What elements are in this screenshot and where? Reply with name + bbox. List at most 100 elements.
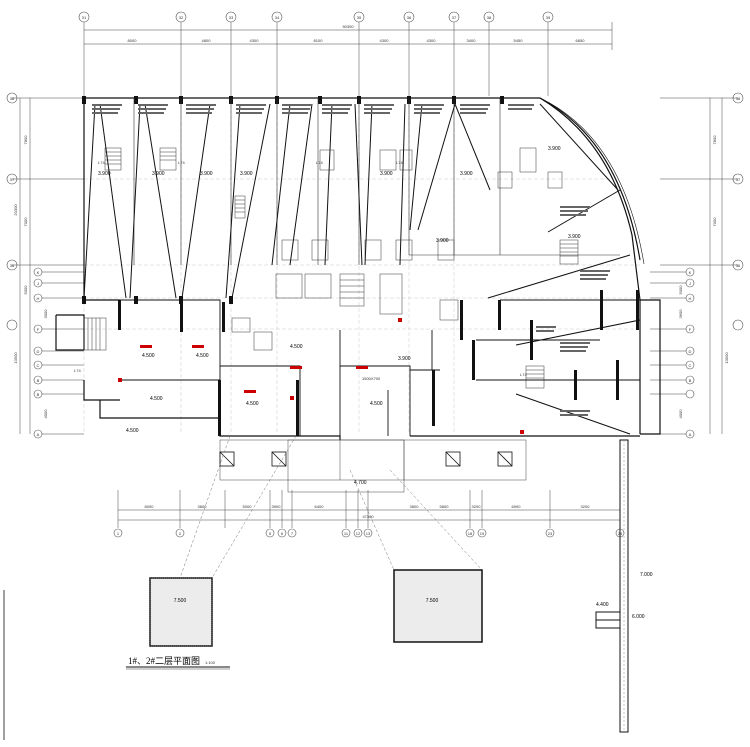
svg-text:4.500: 4.500 <box>150 396 163 402</box>
svg-text:5: 5 <box>269 531 272 536</box>
canopy-columns <box>219 451 513 467</box>
svg-text:1: 1 <box>117 531 120 536</box>
svg-text:3000: 3000 <box>43 309 48 319</box>
svg-text:3200: 3200 <box>472 504 482 509</box>
svg-text:5000: 5000 <box>678 285 683 295</box>
svg-text:F: F <box>689 327 692 332</box>
svg-text:10500: 10500 <box>724 352 729 364</box>
svg-text:C: C <box>689 363 692 368</box>
svg-text:4.700: 4.700 <box>354 480 367 486</box>
detail-roof-left: 7.500 <box>149 577 213 647</box>
axis-label: 36 <box>407 15 412 20</box>
detail-roof-right: 7.500 <box>393 569 483 643</box>
svg-text:13: 13 <box>366 531 371 536</box>
drawing-title-block: 1#、2#二层平面图 1:100 <box>126 656 230 670</box>
svg-text:36: 36 <box>736 263 741 268</box>
drawing-title: 1#、2#二层平面图 <box>128 656 200 666</box>
svg-text:3400: 3400 <box>467 38 477 43</box>
svg-text:D: D <box>689 349 692 354</box>
svg-text:A: A <box>689 432 692 437</box>
svg-text:L74: L74 <box>178 160 185 165</box>
svg-text:8000: 8000 <box>128 38 138 43</box>
top-dim-labels: 8000 4800 4300 8100 4300 4300 3400 5450 … <box>128 38 586 43</box>
svg-text:36: 36 <box>10 263 15 268</box>
svg-text:1500X700: 1500X700 <box>362 376 381 381</box>
svg-text:38: 38 <box>10 96 15 101</box>
svg-text:12: 12 <box>356 531 361 536</box>
unit-dividers <box>133 98 620 265</box>
unit-annotations <box>92 104 610 416</box>
svg-text:5000: 5000 <box>243 504 253 509</box>
axis-label: 35 <box>357 15 362 20</box>
svg-text:4000: 4000 <box>678 409 683 419</box>
svg-text:11: 11 <box>344 531 349 536</box>
axis-label: 34 <box>275 15 280 20</box>
svg-text:3.900: 3.900 <box>98 171 111 177</box>
svg-text:5450: 5450 <box>514 38 524 43</box>
svg-text:B: B <box>689 378 692 383</box>
exterior-walls <box>55 97 661 440</box>
svg-text:C: C <box>37 363 40 368</box>
curved-facade <box>539 97 641 261</box>
left-dim-labels: 7800 20300 7000 5000 3000 10500 4000 <box>13 135 48 419</box>
svg-text:3.900: 3.900 <box>380 171 393 177</box>
bottom-dimension-lines <box>117 490 621 528</box>
detail-leader-lines <box>179 435 483 579</box>
drawing-scale: 1:100 <box>205 660 216 665</box>
svg-text:4000: 4000 <box>43 409 48 419</box>
axis-label: 32 <box>179 15 184 20</box>
svg-text:3.900: 3.900 <box>240 171 253 177</box>
svg-text:6900: 6900 <box>512 504 522 509</box>
svg-text:F: F <box>37 327 40 332</box>
svg-text:7.500: 7.500 <box>174 598 187 604</box>
svg-text:37: 37 <box>10 177 15 182</box>
bottom-axis-labels: 1 2 5 6 7 11 12 13 18 19 23 24 <box>117 531 623 536</box>
service-cores <box>231 171 563 333</box>
right-tower <box>595 439 629 733</box>
stairs <box>83 147 579 389</box>
svg-text:3.900: 3.900 <box>200 171 213 177</box>
svg-text:4.500: 4.500 <box>370 401 383 407</box>
svg-text:3.900: 3.900 <box>460 171 473 177</box>
top-axis-row <box>78 11 554 23</box>
top-dimension-lines <box>83 22 613 96</box>
svg-text:H: H <box>37 296 40 301</box>
right-dimension-lines <box>650 97 738 435</box>
svg-text:L74: L74 <box>316 160 323 165</box>
svg-text:4800: 4800 <box>202 38 212 43</box>
svg-text:6650: 6650 <box>576 38 586 43</box>
svg-text:L74: L74 <box>98 160 105 165</box>
svg-text:K: K <box>689 270 692 275</box>
top-axis-labels: 31 32 33 34 35 36 37 38 39 <box>82 15 551 20</box>
level-7000: 7.000 <box>640 572 653 578</box>
svg-text:3.900: 3.900 <box>568 234 581 240</box>
svg-text:7800: 7800 <box>23 135 28 145</box>
svg-text:6400: 6400 <box>315 504 325 509</box>
svg-text:4.500: 4.500 <box>126 428 139 434</box>
svg-text:5000: 5000 <box>23 285 28 295</box>
svg-text:38: 38 <box>736 96 741 101</box>
canopy-outline <box>219 439 527 493</box>
svg-text:4300: 4300 <box>427 38 437 43</box>
svg-text:19: 19 <box>480 531 485 536</box>
svg-text:7800: 7800 <box>712 135 717 145</box>
axis-label: 39 <box>546 15 551 20</box>
axis-label: 33 <box>229 15 234 20</box>
svg-text:6: 6 <box>281 531 284 536</box>
svg-text:A: A <box>37 432 40 437</box>
axis-label: 31 <box>82 15 87 20</box>
svg-text:37: 37 <box>736 177 741 182</box>
right-axis-labels: 38 37 36 K J H F D C B A <box>689 96 741 437</box>
svg-text:B: B <box>37 378 40 383</box>
svg-text:7000: 7000 <box>712 217 717 227</box>
svg-text:23: 23 <box>548 531 553 536</box>
level-4400: 4.400 <box>596 602 609 608</box>
svg-text:4.500: 4.500 <box>246 401 259 407</box>
svg-text:10500: 10500 <box>13 352 18 364</box>
svg-text:J: J <box>689 281 691 286</box>
left-axis-labels: 38 37 36 K J H F D C B B A <box>10 96 40 437</box>
svg-text:3800: 3800 <box>198 504 208 509</box>
svg-text:3.900: 3.900 <box>152 171 165 177</box>
svg-text:L74: L74 <box>74 368 81 373</box>
